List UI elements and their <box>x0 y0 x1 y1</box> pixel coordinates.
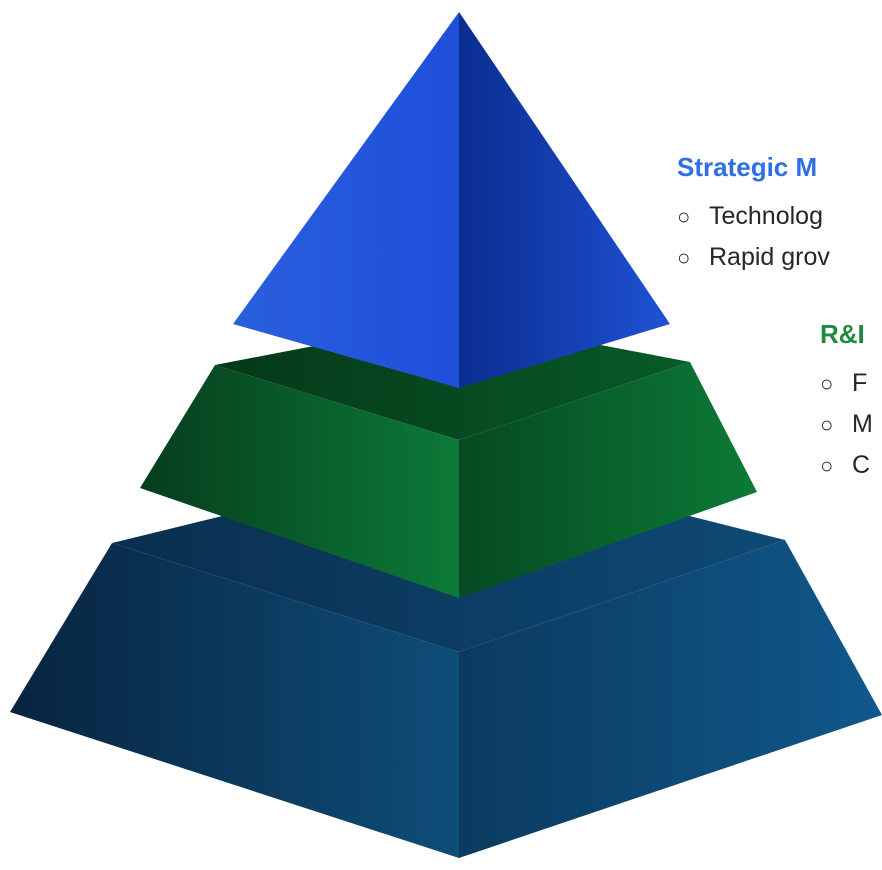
middle-tier-right-face <box>459 362 757 598</box>
hollow-circle-bullet-icon: ○ <box>677 204 691 229</box>
strategic-bullet-text: Rapid grov <box>709 243 830 271</box>
rnd-bullet-list: ○F ○M ○C <box>820 363 873 486</box>
top-tier-left-face <box>233 12 459 388</box>
rnd-heading: R&I <box>820 319 865 349</box>
pyramid-top-tier <box>233 12 670 388</box>
rnd-bullet-item: ○C <box>820 445 873 486</box>
rnd-bullet-item: ○F <box>820 363 873 404</box>
bottom-tier-right-face <box>459 540 882 858</box>
strategic-bullet-list: ○ Technolog ○ Rapid grov <box>677 196 830 278</box>
strategic-bullet-item: ○ Rapid grov <box>677 237 830 278</box>
hollow-circle-bullet-icon: ○ <box>820 412 834 437</box>
bottom-tier-left-face <box>10 543 459 858</box>
middle-tier-left-face <box>140 365 459 598</box>
rnd-bullet-text: F <box>852 369 868 397</box>
hollow-circle-bullet-icon: ○ <box>820 453 834 478</box>
rnd-bullet-text: M <box>852 410 873 438</box>
hollow-circle-bullet-icon: ○ <box>677 245 691 270</box>
strategic-bullet-text: Technolog <box>709 202 823 230</box>
strategic-heading: Strategic M <box>677 152 818 182</box>
strategic-bullet-item: ○ Technolog <box>677 196 830 237</box>
hollow-circle-bullet-icon: ○ <box>820 371 834 396</box>
rnd-bullet-text: C <box>852 451 871 479</box>
top-tier-right-face <box>459 12 670 388</box>
rnd-bullet-item: ○M <box>820 404 873 445</box>
